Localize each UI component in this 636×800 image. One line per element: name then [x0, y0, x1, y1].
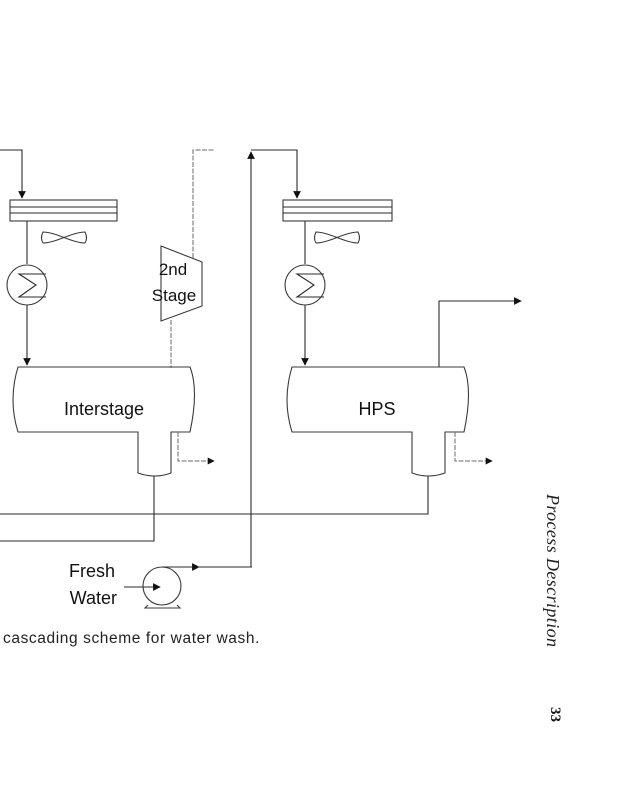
hps-drum-icon	[286, 366, 469, 477]
hps-drum-label: HPS	[358, 399, 395, 419]
interstage-drum-icon	[12, 366, 195, 477]
interstage-drum-label: Interstage	[64, 399, 144, 419]
running-head: Process Description	[543, 494, 563, 648]
left-air-cooler-icon	[9, 199, 118, 222]
pump-icon	[124, 566, 182, 609]
fresh-water-label-line1: Fresh	[69, 561, 115, 581]
page-number: 33	[547, 707, 563, 722]
compressor-label-line1: 2nd	[159, 260, 187, 279]
right-inlet-line	[251, 149, 301, 199]
right-heat-exchanger-icon	[284, 264, 326, 306]
figure-caption: cascading scheme for water wash.	[3, 630, 260, 647]
compressor-icon	[160, 245, 203, 322]
compressor-label-line2: Stage	[152, 286, 196, 305]
fresh-water-label-line2: Water	[70, 588, 117, 608]
hps-vapor-outlet-line	[438, 297, 522, 367]
right-air-cooler-icon	[282, 199, 393, 222]
left-inlet-line	[0, 149, 26, 199]
left-fan-icon	[40, 231, 88, 244]
interstage-water-drain-line	[0, 476, 155, 542]
hps-water-header-line	[0, 476, 429, 515]
compressor-discharge-line	[192, 149, 215, 258]
right-fan-icon	[313, 231, 361, 244]
hps-outlet-line	[454, 432, 493, 465]
interstage-outlet-line	[177, 432, 215, 465]
left-heat-exchanger-icon	[6, 264, 48, 306]
